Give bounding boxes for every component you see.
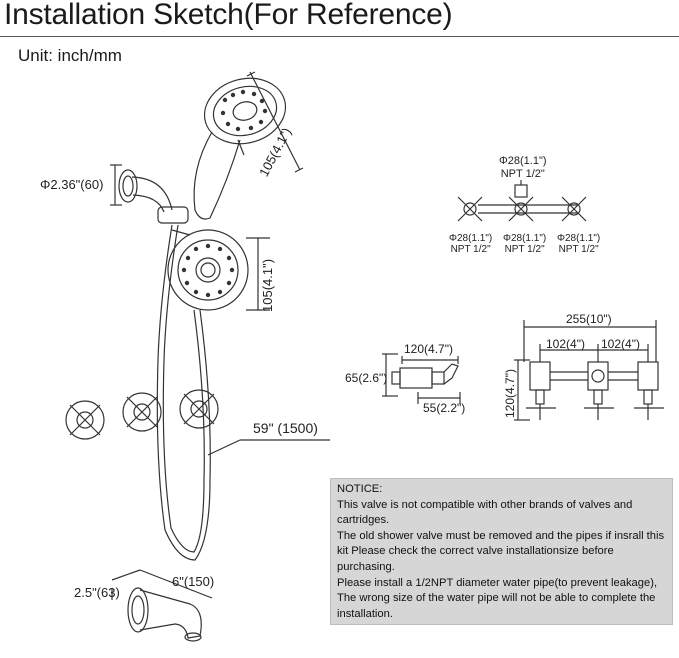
valve-top-spec: Φ28(1.1") NPT 1/2" [499,155,547,181]
valve-right-dia: Φ28(1.1") [557,233,601,244]
tub-spout-drawing [111,569,213,642]
hose-drawing [156,224,330,561]
notice-line: Please install a 1/2NPT diameter water p… [337,576,658,589]
arm-diameter-label: Φ2.36"(60) [40,177,104,192]
spout-width-label: 2.5"(63) [74,585,120,600]
front-left-gap-label: 102(4") [546,337,585,351]
valve-center-spec: Φ28(1.1") NPT 1/2" [503,233,546,255]
valve-left-spec: Φ28(1.1") NPT 1/2" [449,233,492,255]
valve-top-npt: NPT 1/2" [500,168,545,180]
hose-length-label: 59" (1500) [253,420,318,436]
fixed-shower-head-drawing [167,229,270,311]
notice-line: The wrong size of the water pipe will no… [337,592,656,620]
valve-side-view-drawing [382,353,461,404]
side-height-label: 65(2.6") [345,371,388,385]
notice-heading: NOTICE: [337,483,383,495]
front-total-label: 255(10") [566,312,612,326]
valve-top-view-drawing [457,180,587,222]
side-depth-label: 55(2.2") [423,401,466,415]
valve-center-dia: Φ28(1.1") [503,233,547,244]
shower-arm-drawing [110,164,189,224]
valve-right-npt: NPT 1/2" [558,244,599,255]
spout-length-label: 6"(150) [172,574,215,589]
valve-left-dia: Φ28(1.1") [449,233,493,244]
valve-left-npt: NPT 1/2" [450,244,491,255]
head-length-label: 105(4.1") [260,258,275,312]
valve-top-dia: Φ28(1.1") [499,155,547,167]
front-right-gap-label: 102(4") [601,337,640,351]
valve-right-spec: Φ28(1.1") NPT 1/2" [557,233,600,255]
notice-box: NOTICE: This valve is not compatible wit… [330,478,673,625]
front-height-label: 120(4.7") [503,369,517,418]
page-title: Installation Sketch(For Reference) [4,0,453,31]
title-divider [0,36,679,37]
notice-line: This valve is not compatible with other … [337,498,633,527]
unit-label: Unit: inch/mm [18,46,122,65]
side-width-label: 120(4.7") [404,342,453,356]
handheld-shower-drawing [193,71,304,220]
valve-center-npt: NPT 1/2" [504,244,545,255]
notice-line: The old shower valve must be removed and… [337,529,665,573]
valve-front-view-drawing [514,320,664,421]
wall-valves-drawing [65,389,219,440]
